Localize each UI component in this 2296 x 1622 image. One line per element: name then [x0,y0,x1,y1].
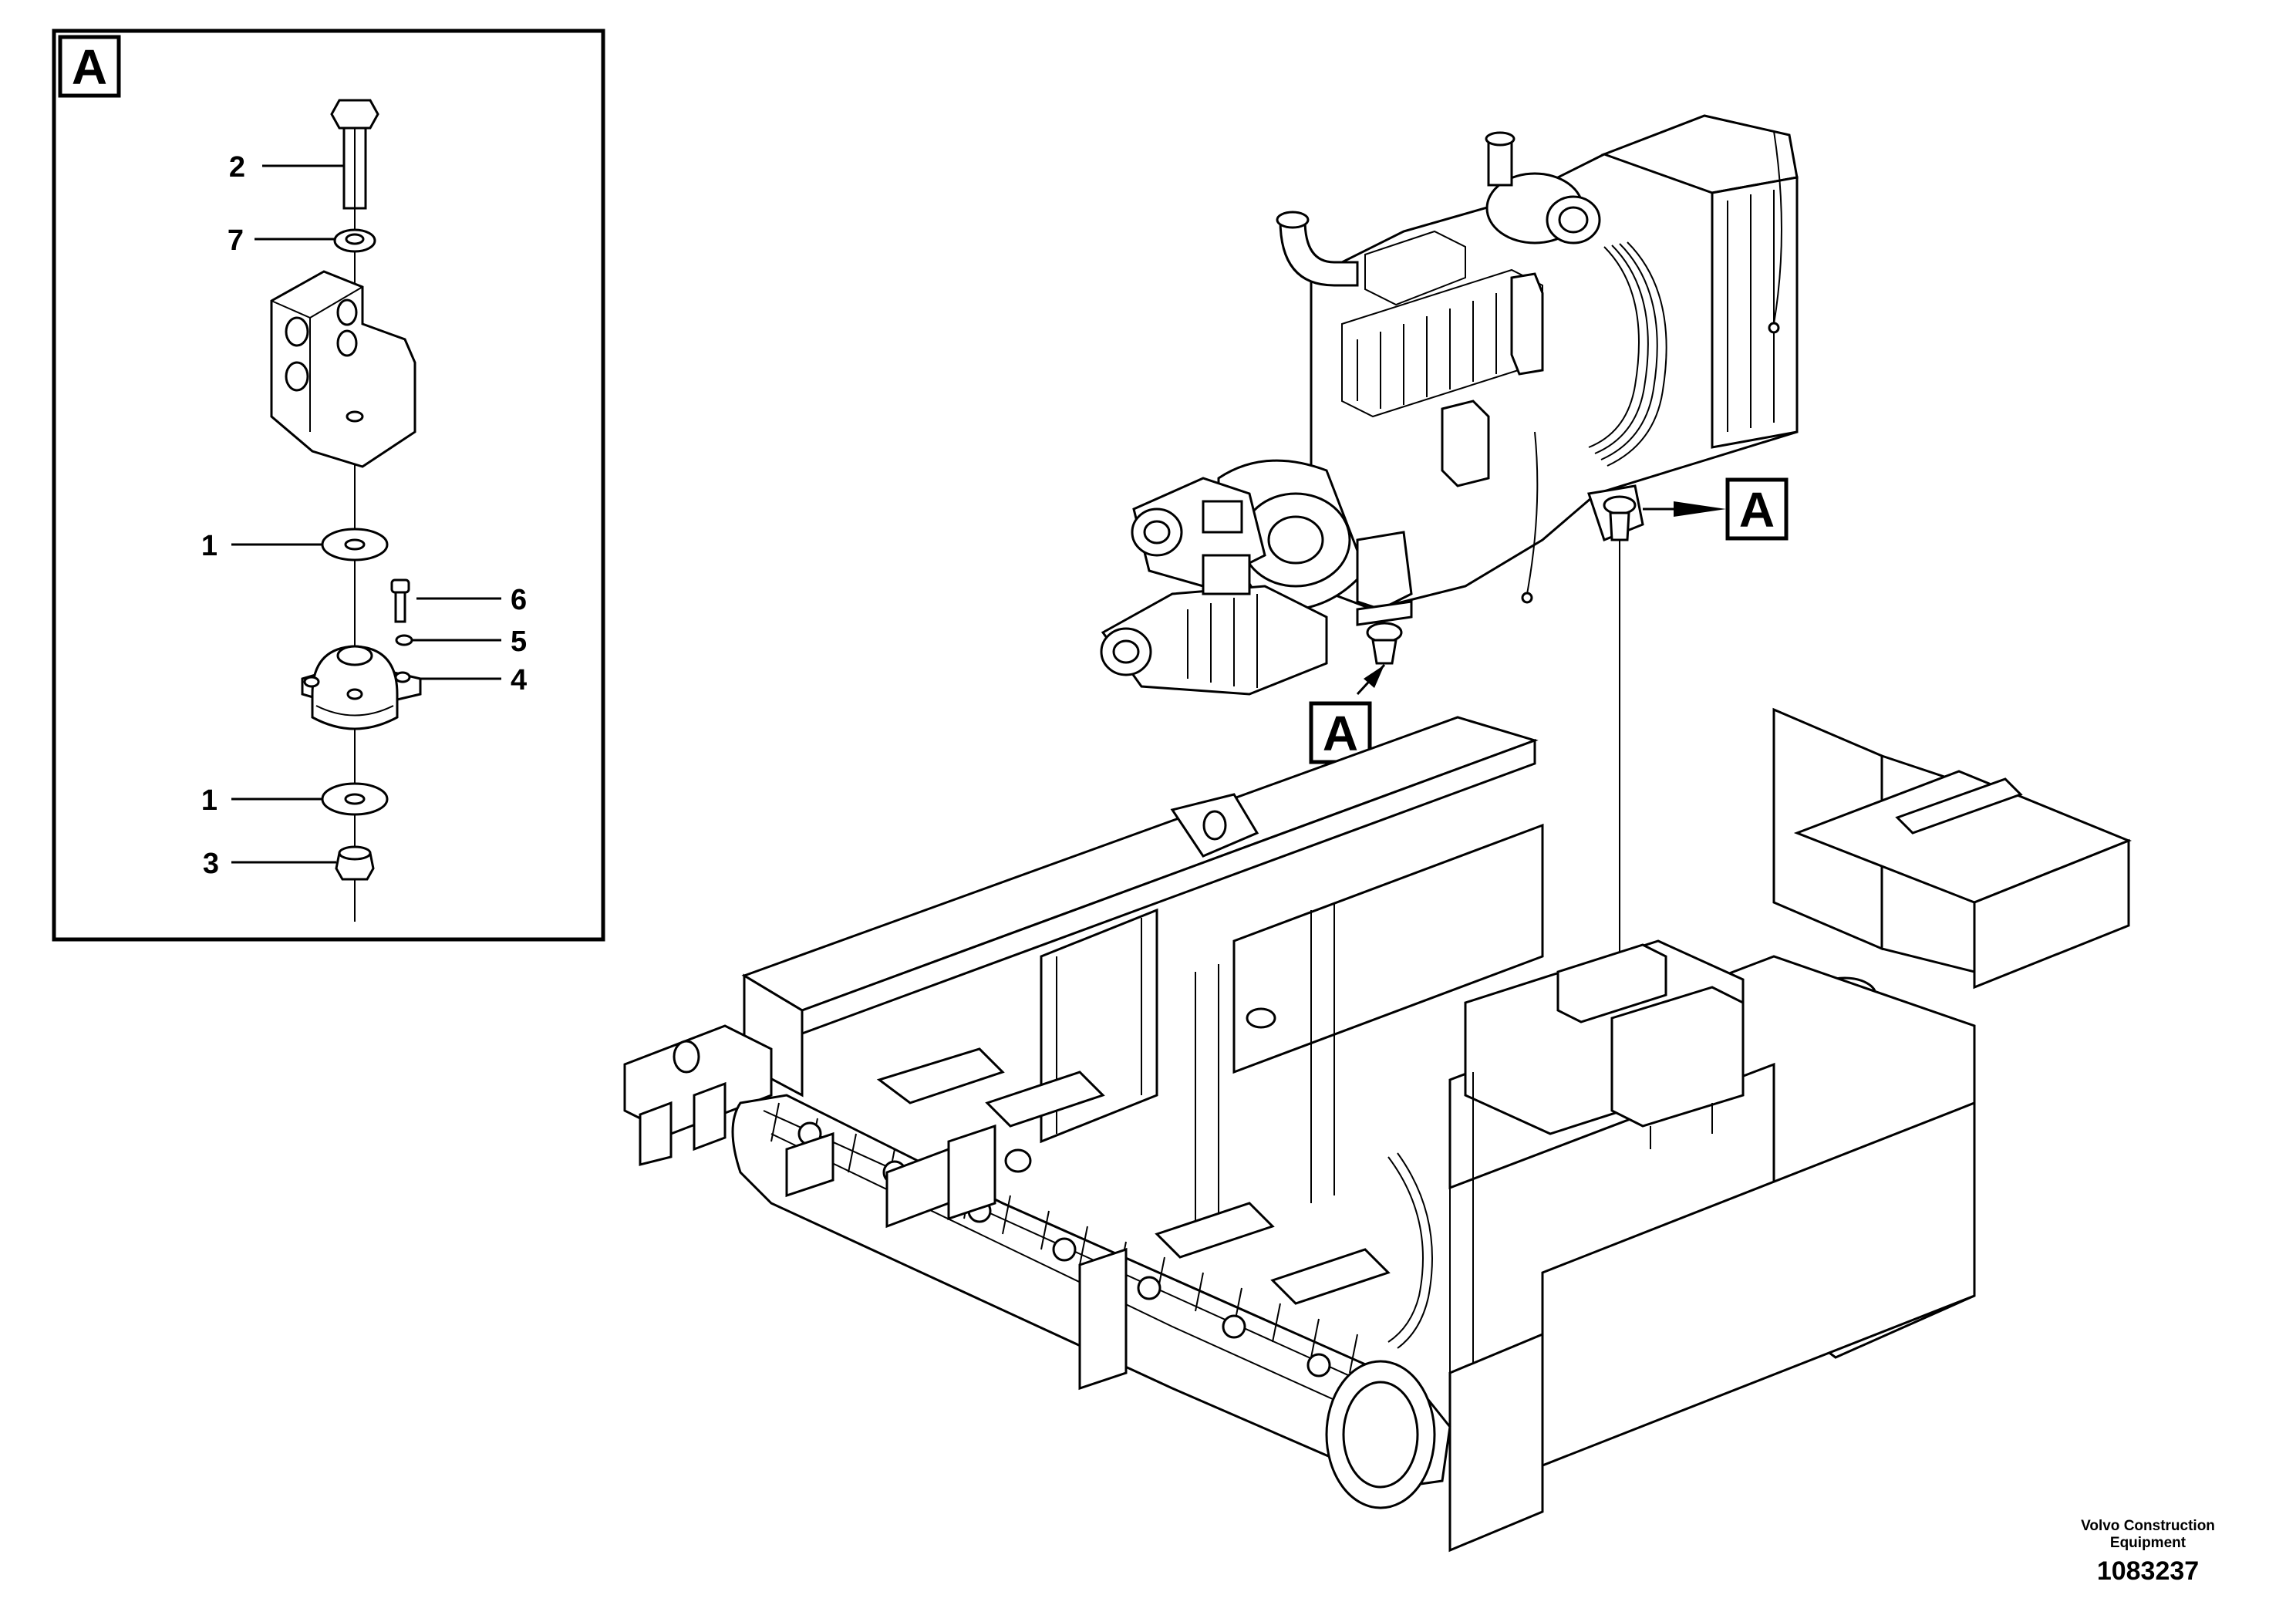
part-label-2: 2 [229,151,245,184]
washer-lower-part [321,782,389,816]
track-assembly [731,1047,1451,1509]
rubber-mount-part [301,645,422,730]
nut-part [335,845,375,881]
assembly-callout-right: A [1643,477,1789,541]
detail-callout-box: A [58,35,121,98]
assembly-callout-lower-label: A [1323,706,1358,761]
part-label-6: 6 [511,584,527,616]
engine-mount-rear [1587,484,1644,541]
engine-mount-front [1356,531,1413,665]
chassis-frame [623,707,2132,1553]
assembly-callout-right-label: A [1739,482,1775,538]
part-label-4: 4 [511,664,527,696]
small-washer-part [333,228,376,253]
hydraulic-pump-lower [1100,554,1328,696]
part-label-3: 3 [203,848,219,880]
part-label-1-upper: 1 [201,530,217,562]
washer-upper-part [321,528,389,561]
brand-line-1: Volvo Construction [2081,1518,2215,1534]
part-label-5: 5 [511,626,527,658]
part-label-7: 7 [228,224,244,257]
part-label-1-lower: 1 [201,784,217,817]
mounting-bracket-part [270,270,416,468]
brand-line-2: Equipment [2109,1535,2186,1551]
detail-view-a: A [52,29,605,942]
screw-part [390,578,410,623]
lock-washer-part [395,634,413,646]
detail-callout-label: A [72,39,107,95]
drawing-footer: Volvo Construction Equipment 1083237 [2048,1518,2248,1587]
engine-assembly [1100,114,1799,696]
drawing-number: 1083237 [2096,1556,2200,1586]
bolt-part [330,99,379,210]
